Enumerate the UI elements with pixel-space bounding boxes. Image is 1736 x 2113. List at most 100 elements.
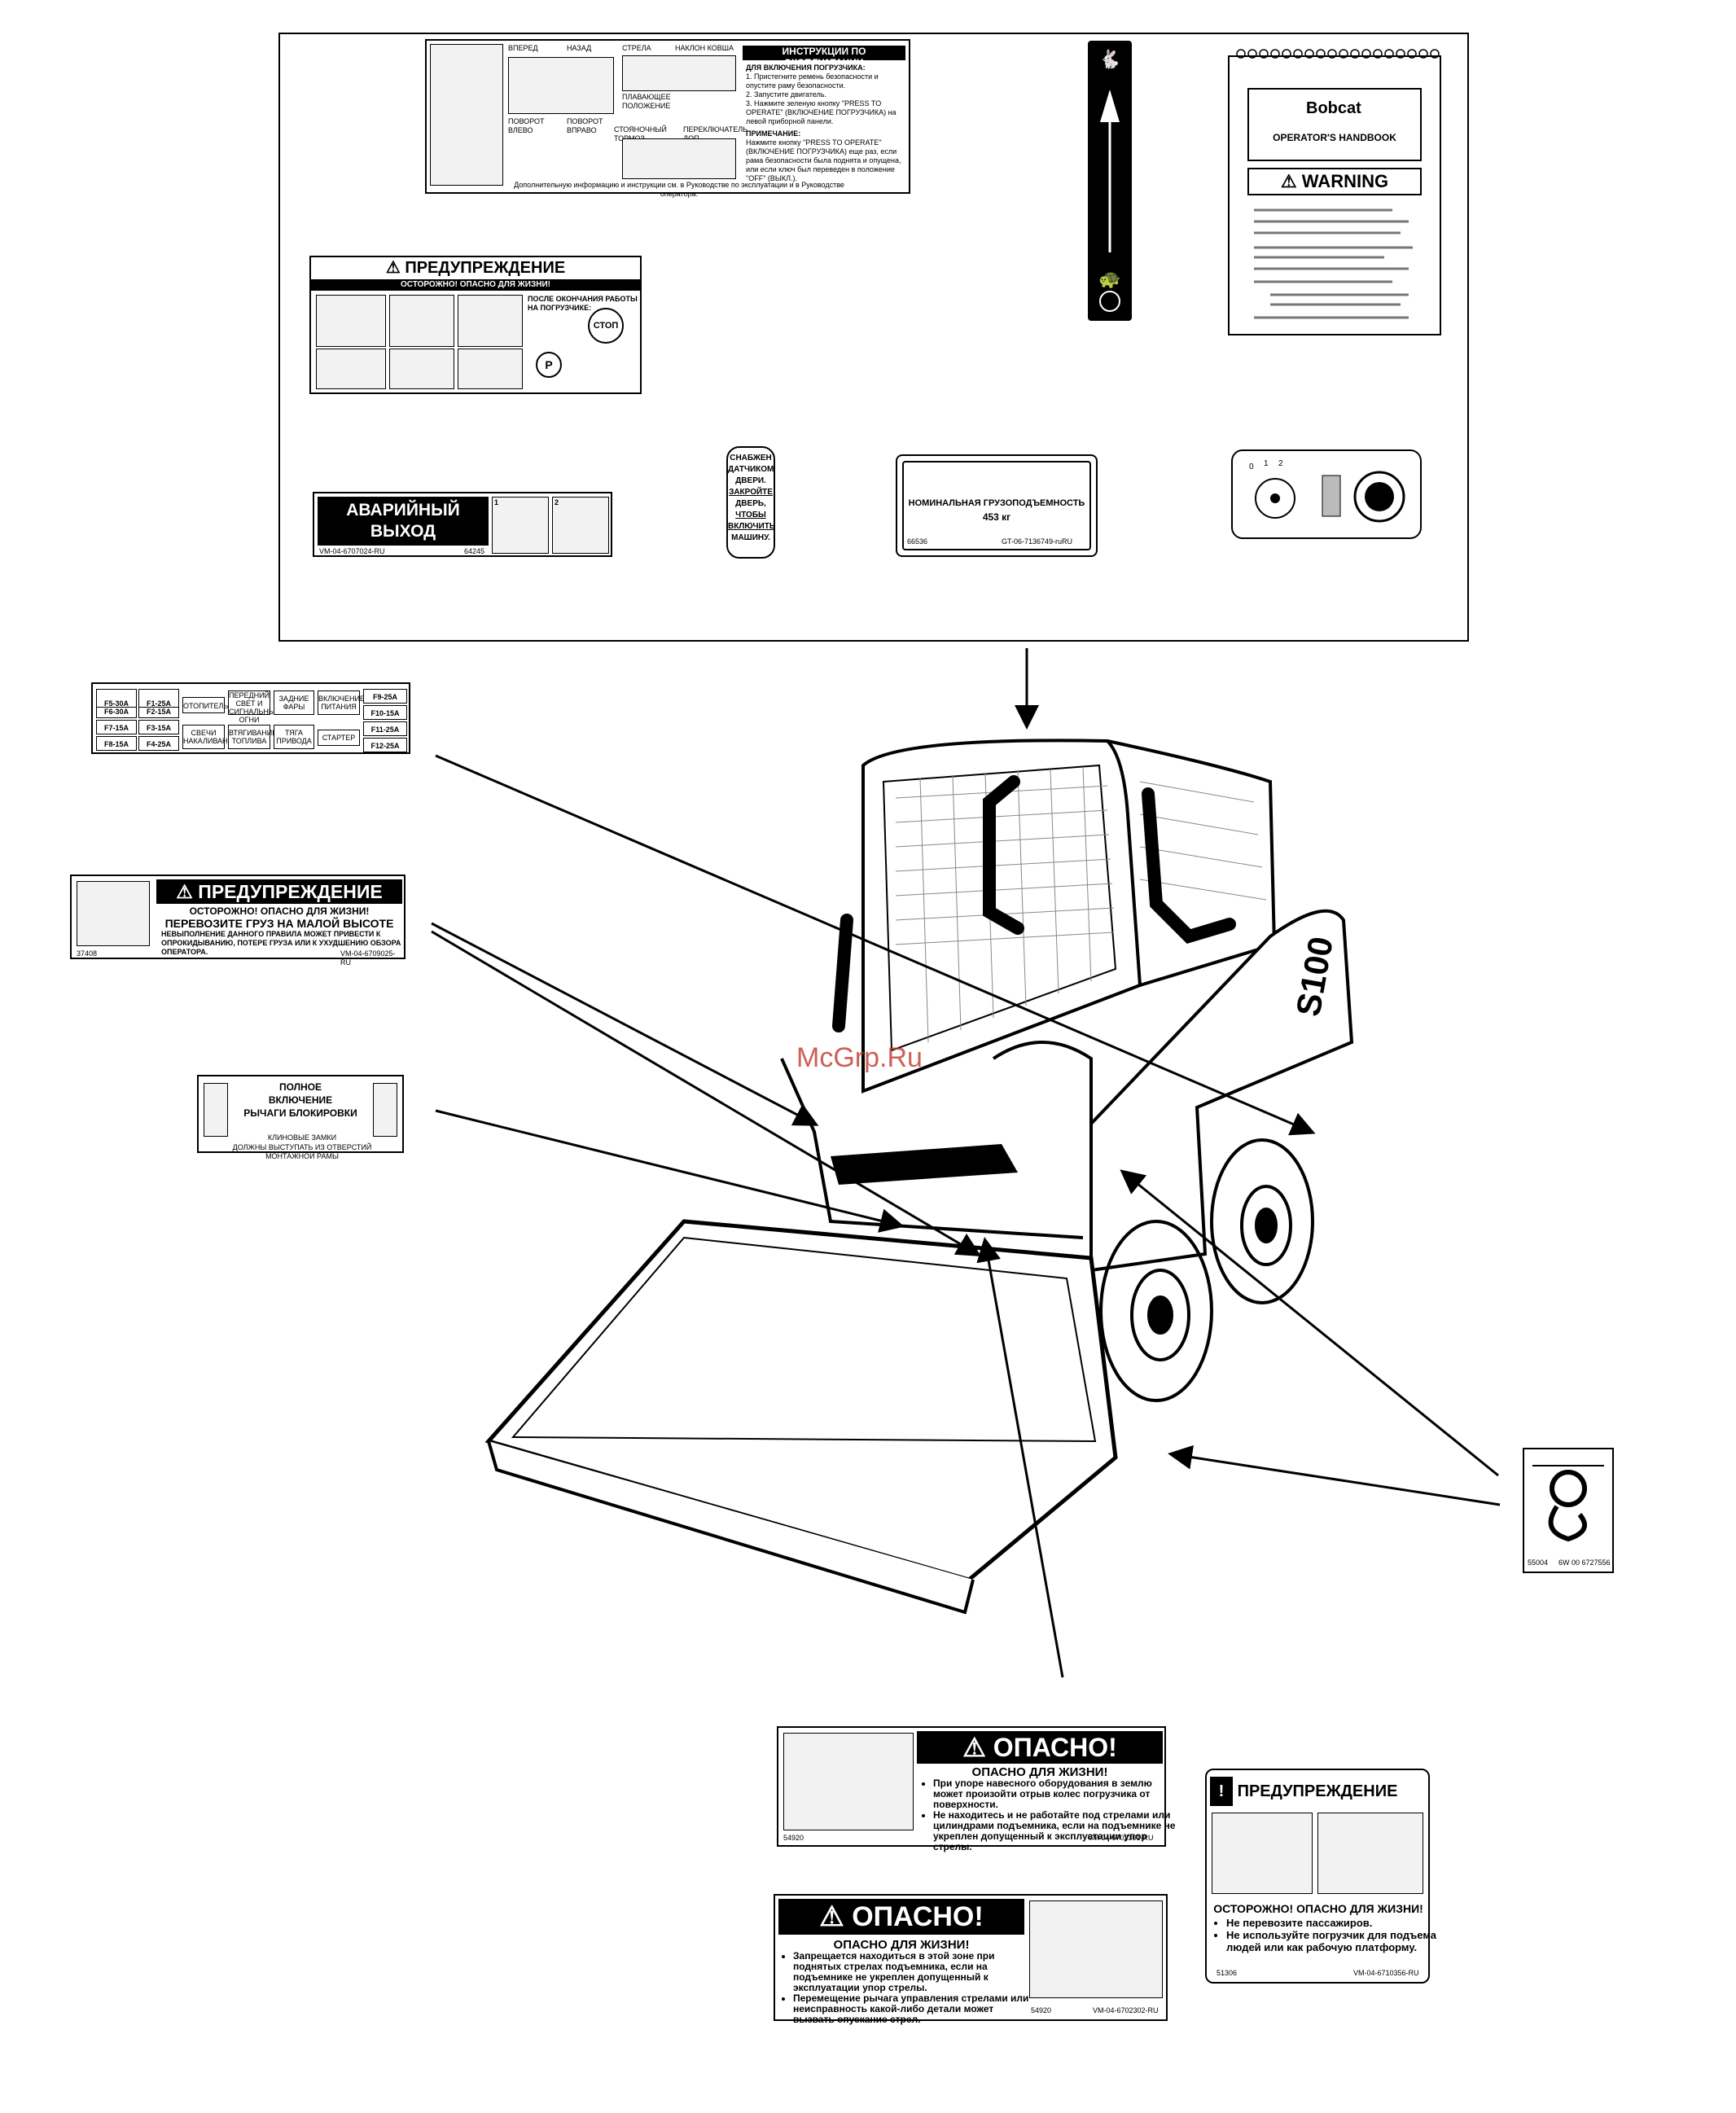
front-wheel	[1099, 1220, 1213, 1402]
instructions-text: ДЛЯ ВКЛЮЧЕНИЯ ПОГРУЗЧИКА: 1. Пристегните…	[746, 64, 901, 182]
fuse-func-glow-plugs: СВЕЧИ НАКАЛИВАНИЯ	[182, 725, 239, 749]
danger-decal-2: ⚠ ОПАСНО! ОПАСНО ДЛЯ ЖИЗНИ! Запрещается …	[774, 1894, 1168, 2025]
operating-warning-decal: ⚠ ПРЕДУПРЕЖДЕНИЕ ОСТОРОЖНО! ОПАСНО ДЛЯ Ж…	[309, 256, 642, 394]
passenger-pictogram-2	[1317, 1813, 1423, 1894]
lever-line2: ВКЛЮЧЕНИЕ	[268, 1094, 333, 1106]
key-switch-graphic: 0 1 2	[1249, 459, 1405, 523]
fuse-func-power: ВКЛЮЧЕНИЕ ПИТАНИЯ	[318, 690, 365, 715]
warning-triangle-icon: ⚠	[962, 1733, 993, 1762]
tie-code-right: 6W 00 6727556	[1558, 1558, 1611, 1567]
label-reverse: НАЗАД	[567, 44, 592, 52]
label-bucket-tilt: НАКЛОН КОВША	[675, 44, 734, 52]
warning-triangle-icon: ⚠	[1280, 171, 1302, 191]
danger-2-bullets: Запрещается находиться в этой зоне при п…	[778, 1951, 1037, 2025]
warning-title: ⚠ ПРЕДУПРЕЖДЕНИЕ	[385, 259, 566, 277]
fuse-f10: F10-15A	[363, 705, 407, 720]
passenger-pictogram-1	[1212, 1813, 1313, 1894]
capacity-value: 453 кг	[982, 511, 1011, 523]
arrow-tie-2	[1168, 1444, 1501, 1506]
arrow-tie-1	[1120, 1169, 1499, 1477]
fuse-func-rear-lights: ЗАДНИЕ ФАРЫ	[274, 690, 314, 715]
danger-1-code-left: 54920	[783, 1834, 804, 1842]
low-load-code-left: 37408	[77, 949, 98, 958]
low-load-body: НЕВЫПОЛНЕНИЕ ДАННОГО ПРАВИЛА МОЖЕТ ПРИВЕ…	[161, 930, 401, 956]
label-turn-right: ПОВОРОТ ВПРАВО	[567, 117, 603, 134]
lever-line1: ПОЛНОЕ	[278, 1081, 322, 1093]
lever-lock-decal: ПОЛНОЕ ВКЛЮЧЕНИЕ РЫЧАГИ БЛОКИРОВКИ КЛИНО…	[197, 1075, 404, 1160]
low-load-warning-decal: 37408 ⚠ ПРЕДУПРЕЖДЕНИЕ ОСТОРОЖНО! ОПАСНО…	[70, 875, 406, 967]
fuse-func-fuel-pull: ВТЯГИВАНИЕ ТОПЛИВА	[228, 725, 277, 749]
low-load-line2: ПЕРЕВОЗИТЕ ГРУЗ НА МАЛОЙ ВЫСОТЕ	[164, 917, 394, 930]
fuse-f8: F8-15A	[96, 736, 137, 751]
danger-1-title: ⚠ ОПАСНО!	[917, 1731, 1163, 1764]
handbook-warning: ⚠ WARNING	[1247, 168, 1422, 195]
tie-down-icon	[1532, 1465, 1604, 1542]
rabbit-icon: 🐇	[1098, 49, 1120, 69]
loader-cab	[861, 739, 1277, 1094]
hydraulic-illustration	[622, 138, 736, 179]
lever-left-pictogram	[204, 1083, 228, 1137]
seatbelt-illustration	[430, 44, 503, 186]
loader-lift-arm	[1089, 909, 1354, 1273]
danger-1-pictogram	[783, 1733, 914, 1830]
passenger-title: ! ПРЕДУПРЕЖДЕНИЕ	[1210, 1777, 1427, 1806]
rear-wheel	[1210, 1138, 1314, 1304]
door-sensor-decal: СНАБЖЕН ДАТЧИКОМ ДВЕРИ. ЗАКРОЙТЕ ДВЕРЬ, …	[726, 446, 775, 559]
warning-triangle-icon: ⚠	[385, 259, 406, 277]
exit-num: 64245	[464, 547, 485, 555]
instructions-footer: Дополнительную информацию и инструкции с…	[514, 181, 844, 198]
tie-code-left: 55004	[1528, 1558, 1549, 1567]
danger-1-code-right: VM-04-6702301-RU	[1088, 1834, 1154, 1842]
fuse-func-starter: СТАРТЕР	[318, 730, 360, 746]
fuse-f6: F6-30A	[96, 707, 137, 718]
warning-pictogram-3	[458, 295, 523, 347]
exit-black-panel: АВАРИЙНЫЙ ВЫХОД	[318, 497, 489, 546]
grab-handles	[832, 775, 1236, 1032]
callout-arrows	[431, 648, 1501, 1678]
after-work-label: ПОСЛЕ ОКОНЧАНИЯ РАБОТЫ НА ПОГРУЗЧИКЕ:	[528, 295, 638, 312]
danger-1-bullets: При упоре навесного оборудования в землю…	[918, 1778, 1176, 1852]
key-pos-2: 2	[1278, 459, 1283, 468]
label-boom: СТРЕЛА	[622, 44, 651, 52]
fuse-f9: F9-25A	[363, 689, 407, 704]
passenger-code-right: VM-04-6710356-RU	[1353, 1969, 1419, 1977]
passenger-bullets: Не перевозите пассажиров. Не используйте…	[1212, 1917, 1440, 1953]
fuse-f3: F3-15A	[138, 720, 179, 734]
spiral-binding	[1236, 49, 1440, 59]
warning-pictogram-6	[458, 349, 523, 389]
warning-pictogram-1	[316, 295, 386, 347]
handbook-title: OPERATOR'S HANDBOOK	[1273, 132, 1396, 143]
lever-line3: РЫЧАГИ БЛОКИРОВКИ	[243, 1107, 357, 1119]
warning-pictogram-5	[389, 349, 454, 389]
fuse-f12: F12-25A	[363, 738, 407, 752]
watermark: McGrp.Ru	[796, 1042, 923, 1073]
arrow-low-load-1	[431, 922, 819, 1126]
fuse-func-front-lights: ПЕРЕДНИЙ СВЕТ И СИГНАЛЬНЫЕ ОГНИ	[228, 690, 280, 724]
lever-footer1: КЛИНОВЫЕ ЗАМКИ	[267, 1133, 337, 1142]
fuse-f11: F11-25A	[363, 721, 407, 736]
low-load-title: ⚠ ПРЕДУПРЕЖДЕНИЕ	[156, 879, 402, 904]
warning-triangle-icon: ⚠	[176, 881, 199, 902]
rated-capacity-decal: НОМИНАЛЬНАЯ ГРУЗОПОДЪЕМНОСТЬ 453 кг 6653…	[896, 454, 1098, 557]
capacity-label: НОМИНАЛЬНАЯ ГРУЗОПОДЪЕМНОСТЬ	[908, 498, 1085, 508]
passenger-warning-decal: ! ПРЕДУПРЕЖДЕНИЕ ОСТОРОЖНО! ОПАСНО ДЛЯ Ж…	[1205, 1769, 1436, 1984]
warning-pictogram-4	[316, 349, 386, 389]
fuse-decal: F5-30A F1-25A F6-30A F2-15A F7-15A F3-15…	[91, 682, 410, 754]
operators-handbook: Bobcat OPERATOR'S HANDBOOK ⚠ WARNING	[1228, 49, 1441, 335]
control-labels: ВПЕРЕД НАЗАД СТРЕЛА НАКЛОН КОВША ПОВОРОТ…	[508, 44, 747, 186]
arrow-lever	[435, 1109, 905, 1233]
arrow-low-load-2	[431, 930, 982, 1257]
instructions-title: ИНСТРУКЦИИ ПО ЭКСПЛУАТАЦИИ	[743, 46, 905, 68]
speed-arrow-graphic: 🐇 🐢	[1098, 49, 1121, 312]
parking-brake-icon: P	[536, 352, 562, 378]
danger-2-code-left: 54920	[1031, 2006, 1052, 2014]
warning-pictogram-2	[389, 295, 454, 347]
exit-code: VM-04-6707024-RU	[319, 547, 385, 555]
handbook-cover-box: Bobcat OPERATOR'S HANDBOOK	[1247, 88, 1422, 161]
arrow-fuse	[435, 754, 1316, 1136]
operating-instructions-decal: ВПЕРЕД НАЗАД СТРЕЛА НАКЛОН КОВША ПОВОРОТ…	[425, 39, 910, 198]
key-pos-0: 0	[1249, 462, 1254, 471]
danger-2-pictogram	[1029, 1900, 1163, 1998]
key-pos-1: 1	[1264, 459, 1269, 468]
